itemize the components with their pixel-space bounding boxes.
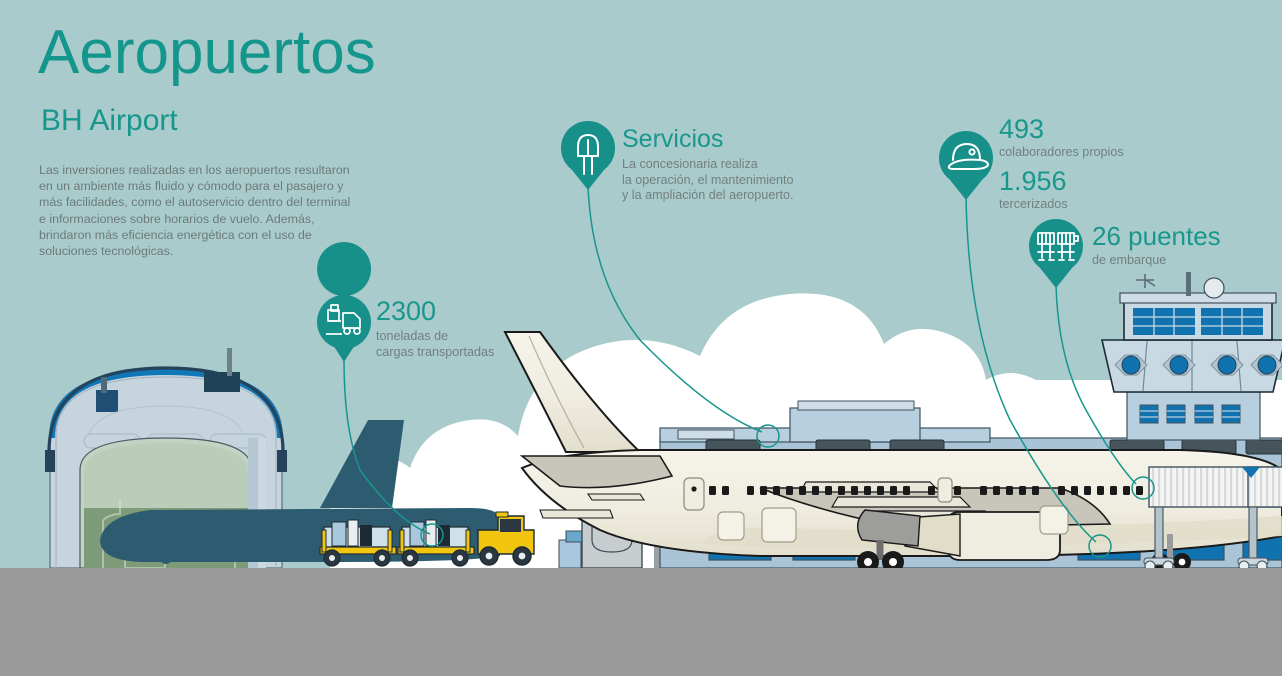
connector-colaboradores [965, 195, 1097, 543]
connector-cargo [343, 359, 431, 535]
connector-servicios [587, 185, 763, 433]
baggage-cart-1 [319, 519, 397, 567]
pin-servicios [561, 121, 615, 190]
pin-colaboradores [939, 131, 993, 200]
pin-cargo [317, 242, 372, 362]
engine [857, 509, 1061, 561]
main-aircraft [503, 331, 1282, 573]
baggage-tractor [477, 511, 535, 566]
connector-lines [343, 185, 1155, 558]
pin-puentes [1029, 219, 1083, 288]
connector-puentes [1055, 283, 1137, 485]
ground-strip [0, 568, 1282, 676]
control-tower [1100, 272, 1282, 441]
baggage-cart-2 [397, 519, 475, 567]
